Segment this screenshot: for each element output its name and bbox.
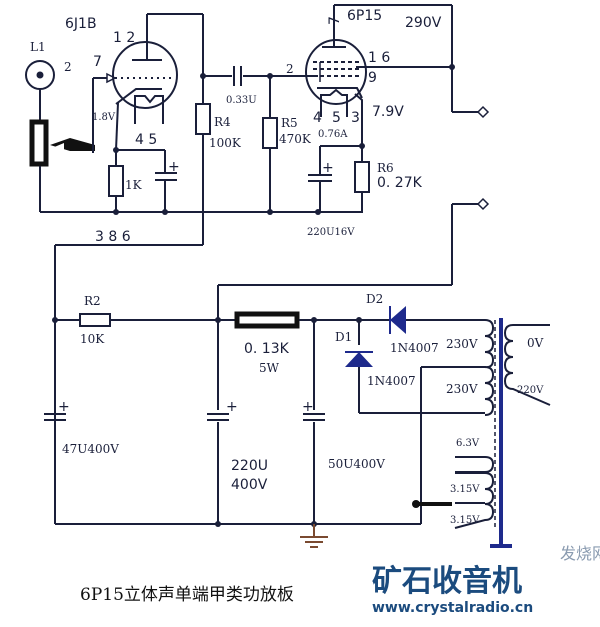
volume-potentiometer [29, 78, 95, 212]
tube2-name: 6P15 [347, 8, 382, 24]
filter-cap-3-value: 50U400V [328, 457, 385, 471]
diode-d1 [345, 351, 373, 367]
r2-name: R2 [84, 294, 101, 308]
tube2-g3-pin: 9 [368, 70, 377, 86]
power-transformer [454, 318, 551, 548]
input-jack-label: L1 [30, 40, 46, 54]
primary-0v: 0V [527, 336, 544, 350]
input-jack [25, 60, 55, 122]
site-logo: 矿石收音机 www.crystalradio.cn [372, 565, 597, 625]
filter-capacitor-47u: + [44, 399, 70, 421]
heater-6v3: 6.3V [456, 438, 480, 449]
tube2-grid-pin: 2 [286, 62, 294, 76]
r4-name: R4 [214, 115, 231, 129]
power-resistor-rating: 5W [259, 361, 280, 375]
filter-capacitor-50u: + [301, 399, 327, 422]
resistor-r5 [262, 117, 278, 149]
filter-capacitor-220u: + [205, 399, 238, 422]
r4-value: 100K [209, 136, 242, 150]
logo-title: 矿石收音机 [372, 564, 522, 599]
tube1-grid-pin: 7 [93, 54, 102, 70]
anode-voltage: 290V [405, 15, 442, 31]
tube2-screen-pins: 1 6 [368, 50, 390, 66]
svg-text:+: + [168, 159, 180, 175]
tube1-cathode-pins: 4 5 [135, 132, 157, 148]
cathode-capacitor-2: + [308, 146, 334, 212]
resistor-r4 [195, 103, 211, 135]
tube-6p15 [305, 5, 452, 146]
tube1-heater-pins: 3 8 6 [95, 229, 131, 245]
logo-watermark: 发烧网 [560, 544, 600, 563]
secondary-hv1: 230V [446, 337, 478, 351]
tube2-cathode-pin: 3 [351, 110, 360, 126]
primary-220v: 220V [517, 385, 544, 396]
svg-text:+: + [302, 399, 314, 415]
cathode-capacitor-1: + [155, 150, 180, 212]
r6-value: 0. 27K [377, 175, 423, 191]
filter-cap-1-value: 47U400V [62, 442, 119, 456]
rk1-value: 1K [125, 178, 143, 192]
cathode-voltage: 7.9V [372, 104, 404, 120]
d1-value: 1N4007 [367, 374, 416, 388]
output-terminal-2 [476, 197, 490, 211]
heater-3v15-a: 3.15V [450, 484, 480, 495]
coupling-cap-value: 0.33U [226, 95, 257, 106]
r6-name: R6 [377, 161, 394, 175]
filter-cap-2-voltage: 400V [231, 477, 268, 493]
filter-cap-2-capacitance: 220U [231, 458, 268, 474]
heater-current: 0.76A [318, 129, 348, 140]
logo-url: www.crystalradio.cn [372, 600, 534, 616]
secondary-hv2: 230V [446, 382, 478, 396]
tube2-heater-pin-5: 5 [332, 110, 341, 126]
svg-text:+: + [58, 399, 70, 415]
r5-value: 470K [279, 132, 312, 146]
svg-text:+: + [226, 399, 238, 415]
heater-3v15-b: 3.15V [450, 515, 480, 526]
tube2-anode-pin: 7 [327, 16, 343, 25]
r2-value: 10K [80, 332, 105, 346]
grid-voltage: 1.8V [92, 112, 116, 123]
resistor-1k [108, 165, 124, 197]
output-terminal-1 [476, 105, 490, 119]
tube-6j1b [112, 14, 178, 151]
diagram-caption: 6P15立体声单端甲类功放板 [80, 585, 294, 605]
ground-icon [300, 524, 328, 548]
resistor-r6 [354, 161, 370, 193]
d1-name: D1 [335, 330, 352, 344]
diode-d2 [389, 306, 406, 334]
power-resistor-value: 0. 13K [244, 341, 290, 357]
d2-name: D2 [366, 292, 383, 306]
r5-name: R5 [281, 116, 298, 130]
d2-value: 1N4007 [390, 341, 439, 355]
resistor-r2 [79, 313, 111, 327]
tube1-anode-pins: 1 2 [113, 30, 135, 46]
tube2-heater-pin-4: 4 [313, 110, 322, 126]
resistor-power [234, 311, 300, 329]
svg-text:+: + [322, 160, 334, 176]
cathode-cap-2-value: 220U16V [307, 227, 355, 238]
input-jack-pin: 2 [64, 60, 72, 74]
tube1-name: 6J1B [65, 16, 97, 32]
